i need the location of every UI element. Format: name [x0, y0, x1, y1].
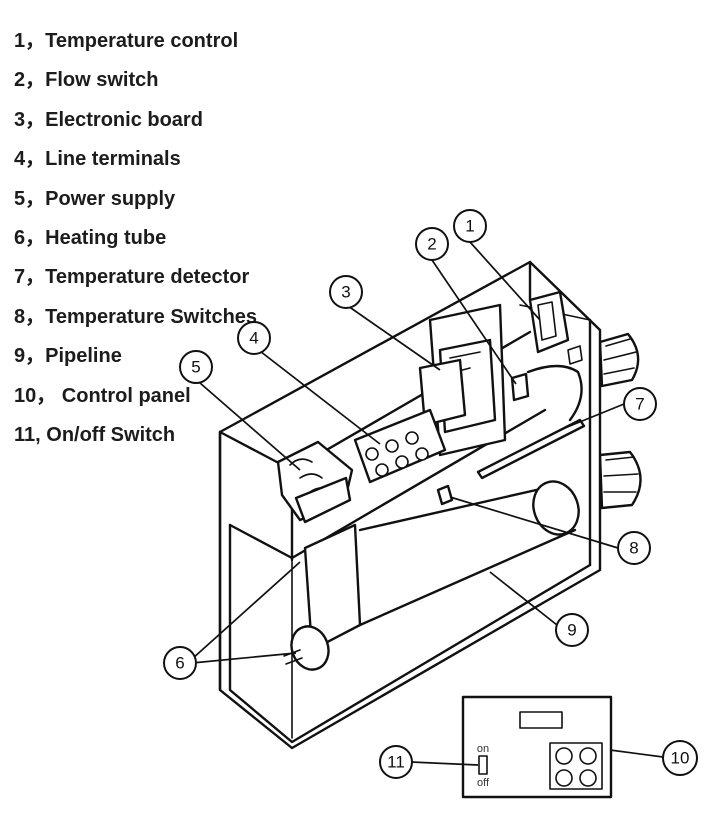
callout-4: 4 [237, 321, 271, 355]
callout-7: 7 [623, 387, 657, 421]
legend-item-control-panel: 10， Control panel [14, 384, 191, 407]
legend-item-heating-tube: 6，Heating tube [14, 226, 167, 249]
callout-1-label: 1 [465, 217, 474, 236]
control-panel-box: on off [461, 695, 613, 799]
callout-10: 10 [662, 740, 698, 776]
callout-11-label: 11 [387, 753, 405, 772]
legend-item-temperature-detector: 7，Temperature detector [14, 266, 250, 289]
switch-on-label: on [477, 743, 489, 755]
power-supply-unit [276, 440, 354, 524]
callout-9-label: 9 [567, 621, 576, 640]
legend-item-line-terminals: 4，Line terminals [14, 148, 181, 171]
callout-5-label: 5 [191, 358, 200, 377]
callout-3-label: 3 [341, 283, 350, 302]
callout-8: 8 [617, 531, 651, 565]
callout-2: 2 [415, 227, 449, 261]
flow-switch-unit [510, 364, 583, 422]
callout-7-label: 7 [635, 395, 644, 414]
callout-9: 9 [555, 613, 589, 647]
switch-off-label: off [477, 777, 490, 789]
legend-list: 1，Temperature control 2，Flow switch 3，El… [14, 26, 257, 459]
legend-item-power-supply: 5，Power supply [14, 187, 176, 210]
callout-6: 6 [163, 646, 197, 680]
callout-11: 11 [379, 745, 413, 779]
legend-item-electronic-board: 3，Electronic board [14, 108, 203, 131]
callout-8-label: 8 [629, 539, 638, 558]
line-terminals-unit [353, 408, 447, 484]
callout-4-label: 4 [249, 329, 258, 348]
callout-3: 3 [329, 275, 363, 309]
legend-item-flow-switch: 2，Flow switch [14, 69, 159, 92]
legend-item-on-off-switch: 11, On/off Switch [14, 423, 176, 446]
electronic-board-unit [418, 338, 497, 434]
heating-tube-unit [283, 480, 580, 671]
temperature-detector-unit [476, 418, 586, 480]
legend-item-temperature-switches: 8，Temperature Switches [14, 305, 258, 328]
callout-10-label: 10 [671, 749, 690, 768]
callout-5: 5 [179, 350, 213, 384]
callout-1: 1 [453, 209, 487, 243]
temperature-control-unit [528, 290, 583, 365]
legend-item-temperature-control: 1，Temperature control [14, 30, 239, 52]
callout-2-label: 2 [427, 235, 436, 254]
legend-item-pipeline: 9，Pipeline [14, 345, 122, 368]
temperature-switch-unit [436, 484, 454, 506]
pipe-stubs [598, 332, 642, 510]
callout-6-label: 6 [175, 654, 184, 673]
leader-lines [191, 241, 664, 766]
